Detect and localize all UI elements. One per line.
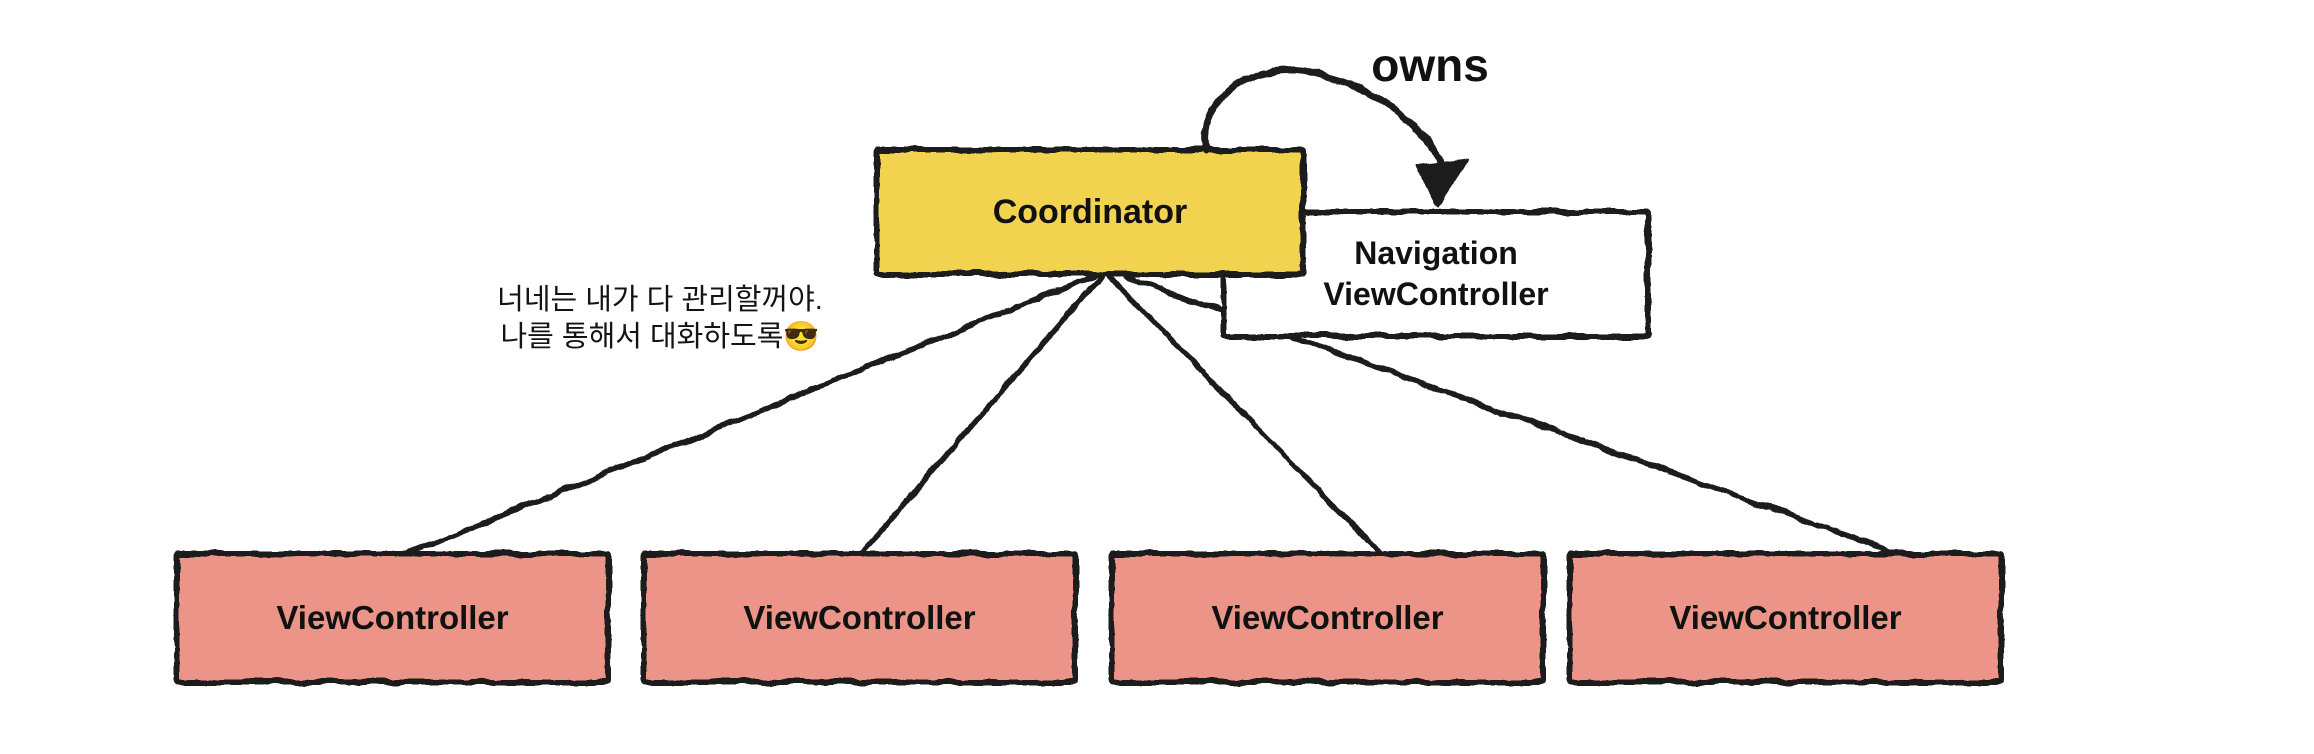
- navigation-box-label: Navigation ViewController: [1323, 235, 1549, 312]
- viewcontroller-box-1-fill: [178, 555, 607, 681]
- viewcontroller-box-4-fill: [1571, 555, 2000, 681]
- viewcontroller-box-4: ViewController: [1567, 551, 2004, 685]
- viewcontroller-box-4-label: ViewController: [1669, 599, 1902, 636]
- viewcontroller-box-3-fill: [1113, 555, 1542, 681]
- owns-label: owns: [1371, 39, 1489, 91]
- coordinator-box-label: Coordinator: [992, 192, 1188, 231]
- viewcontroller-box-2-label: ViewController: [743, 599, 976, 636]
- coordinator-box: Coordinator: [874, 147, 1306, 277]
- note-line-2: 나를 통해서 대화하도록😎: [500, 321, 820, 353]
- viewcontroller-box-2-fill: [645, 555, 1074, 681]
- viewcontroller-box-1: ViewController: [174, 551, 611, 685]
- viewcontroller-box-1-label: ViewController: [276, 599, 509, 636]
- note-line-1: 너네는 내가 다 관리할꺼야.: [497, 284, 823, 316]
- note-text: 너네는 내가 다 관리할꺼야. 나를 통해서 대화하도록😎: [430, 282, 890, 356]
- owns-arrowhead-icon: [1415, 159, 1469, 208]
- edge-coordinator-vc2: [859, 273, 1104, 556]
- viewcontroller-box-2: ViewController: [641, 551, 1078, 685]
- viewcontroller-box-1-border: [174, 551, 611, 685]
- viewcontroller-box-4-border: [1567, 551, 2004, 685]
- viewcontroller-box-3: ViewController: [1109, 551, 1546, 685]
- viewcontroller-box-3-label: ViewController: [1211, 599, 1444, 636]
